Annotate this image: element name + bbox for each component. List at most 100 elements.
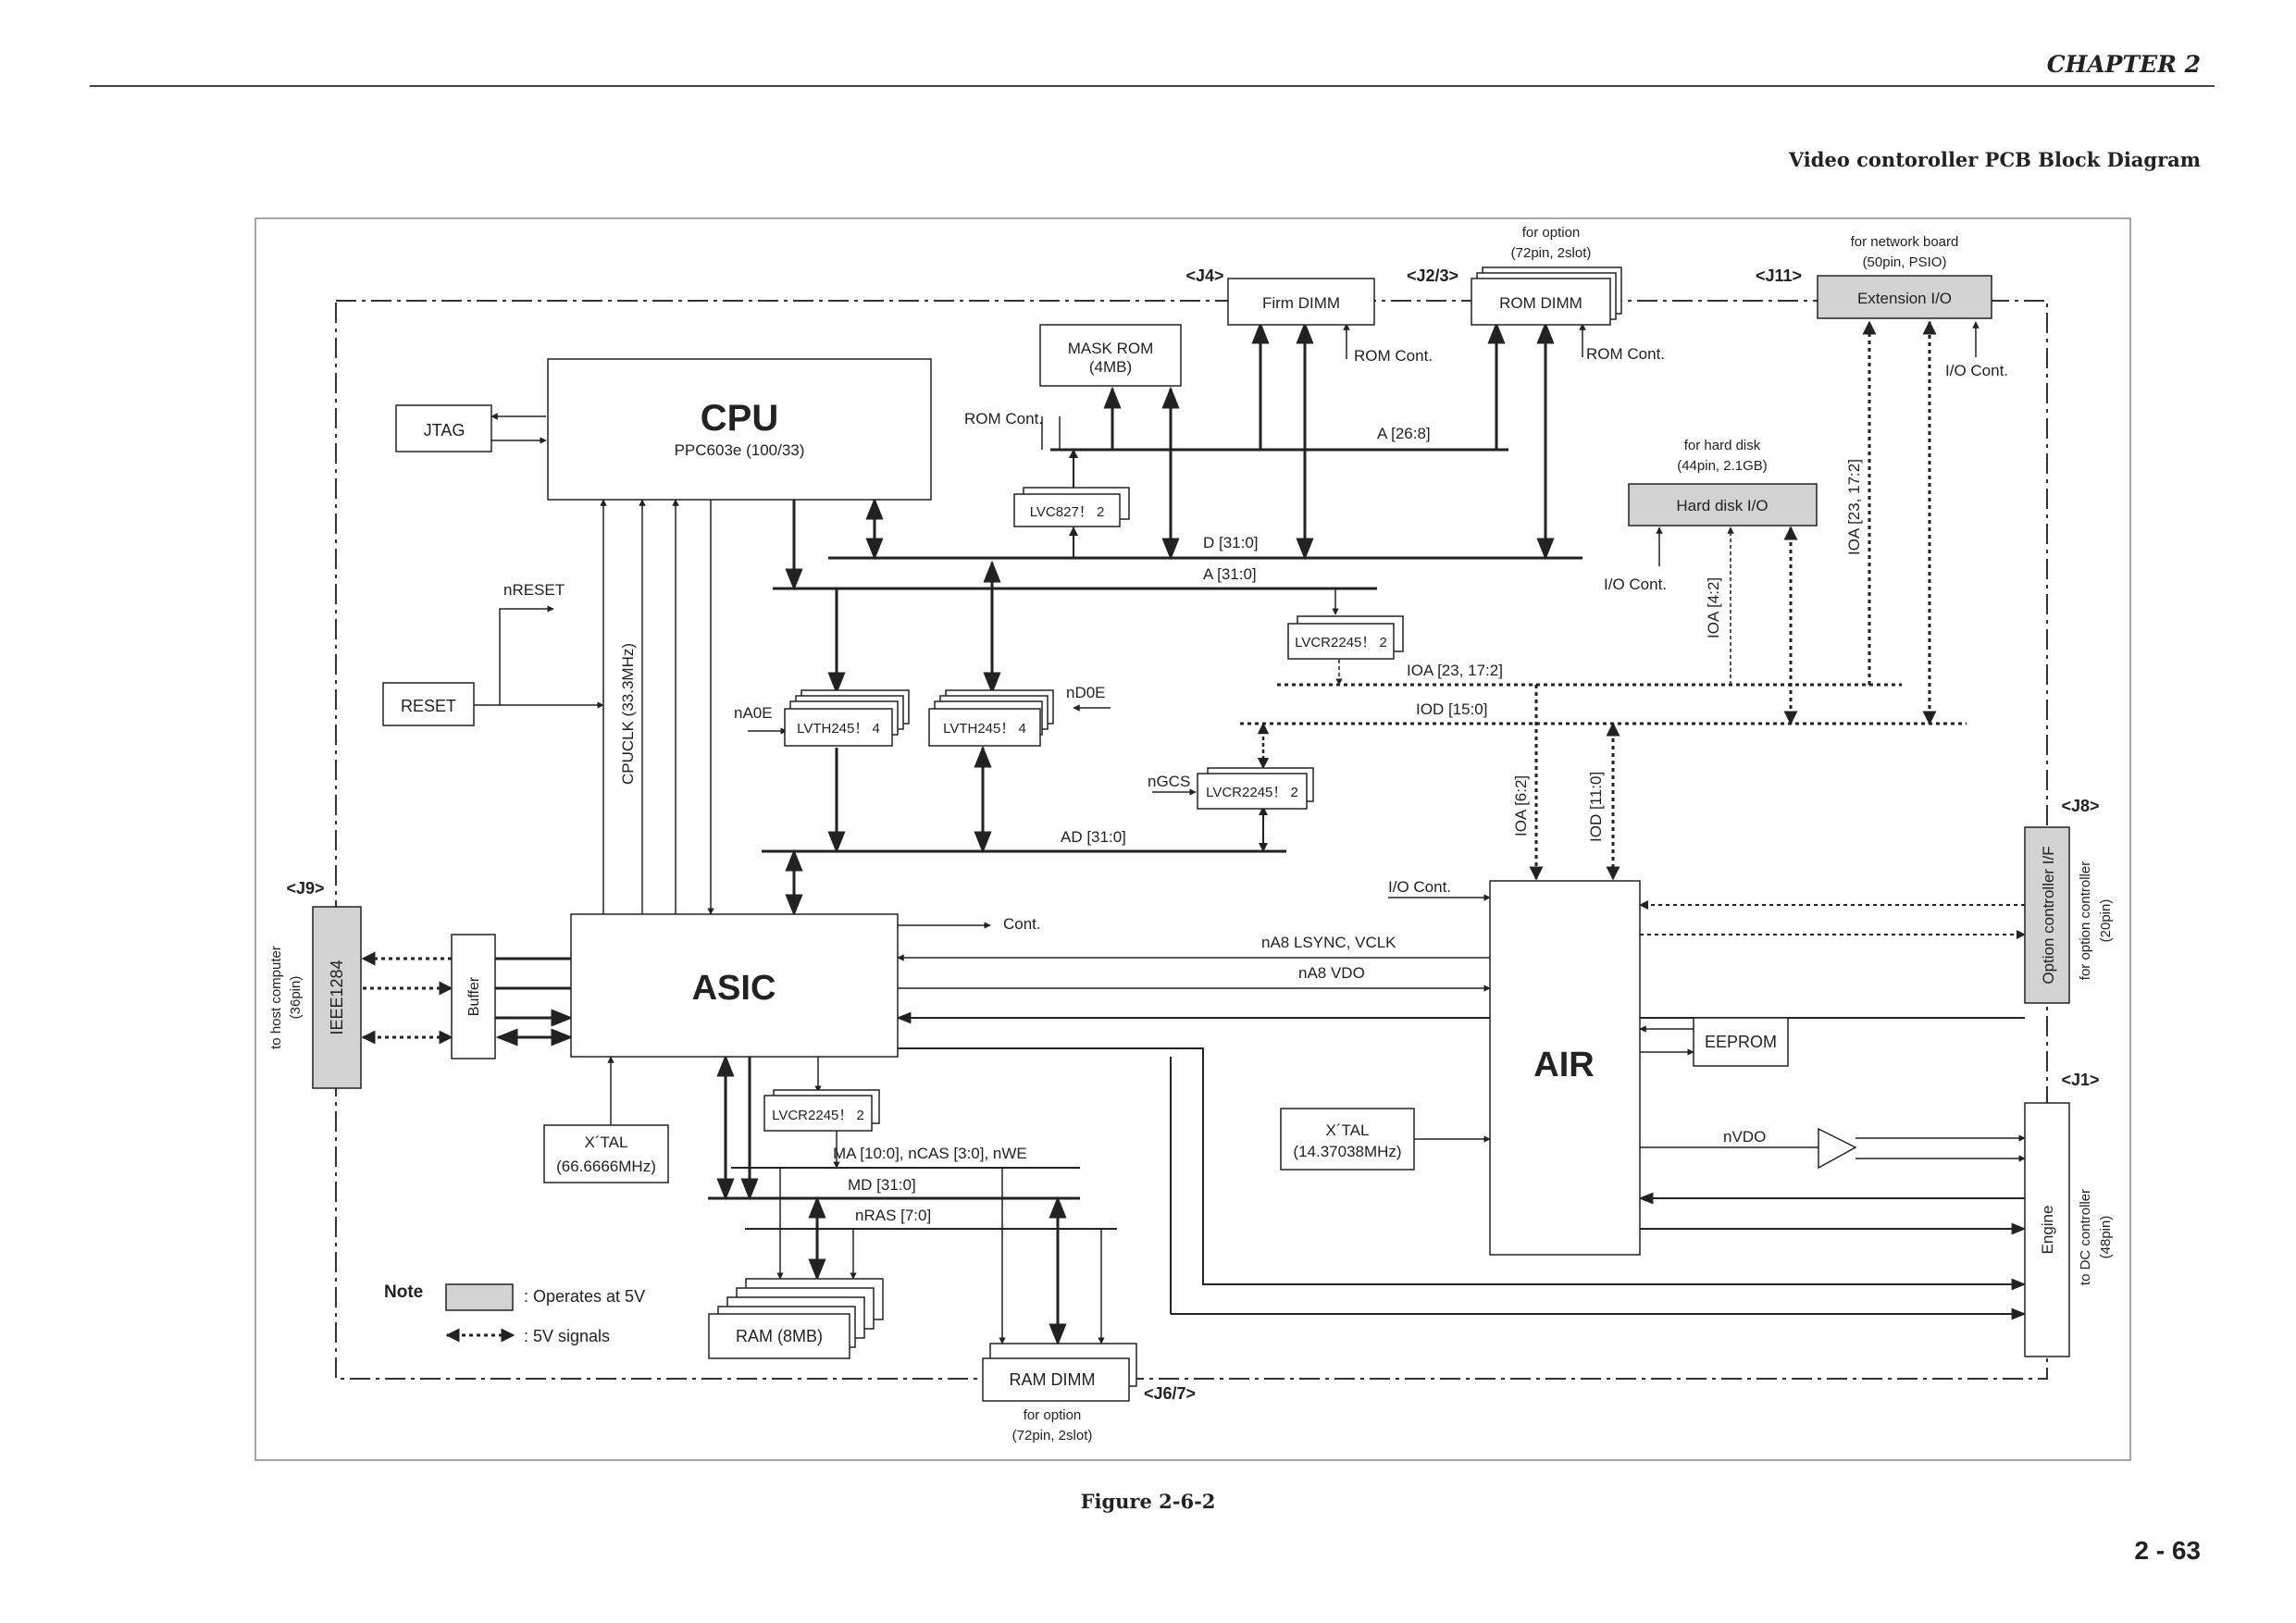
lvcr2245-label-3: LVCR2245！ 2	[772, 1108, 864, 1123]
hard-disk-note-2: (44pin, 2.1GB)	[1677, 458, 1768, 474]
extension-io-label: Extension I/O	[1857, 290, 1952, 307]
signal-ma: MA [10:0], nCAS [3:0], nWE	[833, 1145, 1027, 1162]
ram-dimm-note-1: for option	[1024, 1407, 1082, 1423]
hard-disk-note-1: for hard disk	[1684, 438, 1761, 453]
connector-j9: <J9>	[286, 879, 324, 898]
signal-rom-cont-rom: ROM Cont.	[1586, 345, 1665, 363]
rom-dimm-block	[1471, 278, 1611, 326]
extension-io-note-1: for network board	[1851, 234, 1959, 250]
asic-block	[570, 913, 899, 1058]
option-ctrl-note-2: (20pin)	[2098, 899, 2114, 943]
firm-dimm-label: Firm DIMM	[1262, 294, 1340, 312]
signal-nvdo: nVDO	[1723, 1128, 1766, 1146]
ram-dimm-block	[982, 1357, 1130, 1402]
extension-io-note-2: (50pin, PSIO)	[1863, 254, 1947, 270]
cpu-label: CPU	[701, 398, 778, 439]
option-if-label: Option controller I/F	[2040, 846, 2057, 984]
xtal1-label: X´TAL	[585, 1134, 628, 1151]
xtal2-freq: (14.37038MHz)	[1293, 1143, 1401, 1160]
ram-label: RAM (8MB)	[736, 1327, 823, 1345]
mask-rom-size: (4MB)	[1089, 358, 1132, 376]
ram-block	[708, 1313, 850, 1359]
signal-rom-cont-mask: ROM Cont.	[964, 410, 1043, 427]
signal-na8vdo: nA8 VDO	[1298, 964, 1365, 982]
xtal1-freq: (66.6666MHz)	[556, 1158, 656, 1175]
eeprom-block	[1693, 1017, 1789, 1067]
figure-caption: Figure 2-6-2	[1080, 1490, 1216, 1513]
connector-j1: <J1>	[2061, 1071, 2099, 1089]
lvcr2245-label-2: LVCR2245！ 2	[1206, 785, 1298, 800]
firm-dimm-block	[1227, 278, 1375, 326]
ieee1284-label: IEEE1284	[328, 960, 346, 1035]
lvcr2245-block-1	[1287, 623, 1395, 660]
legend-gray-text: : Operates at 5V	[524, 1287, 645, 1306]
legend-gray-swatch	[445, 1283, 514, 1311]
legend-dashed-text: : 5V signals	[524, 1327, 610, 1345]
cpu-block	[547, 358, 932, 501]
reset-label: RESET	[401, 697, 456, 715]
signal-ioa4: IOA [4:2]	[1705, 577, 1722, 638]
connector-j11: <J11>	[1756, 266, 1802, 285]
mask-rom-label: MASK ROM	[1068, 340, 1154, 357]
connector-j67: <J6/7>	[1144, 1384, 1196, 1403]
option-ctrl-note-1: for option controller	[2078, 861, 2093, 980]
signal-ngcs: nGCS	[1148, 773, 1190, 790]
buffer-label: Buffer	[466, 976, 482, 1016]
signal-ad31: AD [31:0]	[1061, 828, 1126, 846]
xtal1-block	[543, 1124, 669, 1183]
rom-dimm-note-1: for option	[1522, 225, 1581, 241]
header-rule	[90, 85, 2215, 87]
lvth245-block-1	[784, 708, 893, 747]
signal-nras: nRAS [7:0]	[855, 1207, 931, 1224]
signal-ioa-h: IOA [23, 17:2]	[1407, 662, 1503, 679]
lvth245-block-2	[928, 708, 1041, 747]
buffer-block	[451, 934, 496, 1059]
host-note-1: to host computer	[268, 946, 284, 1049]
air-label: AIR	[1533, 1046, 1594, 1084]
signal-rom-cont-firm: ROM Cont.	[1354, 347, 1433, 365]
signal-nd0e: nD0E	[1066, 684, 1106, 701]
hard-disk-io-block	[1628, 483, 1818, 527]
signal-cont: Cont.	[1003, 915, 1041, 933]
air-block	[1489, 880, 1641, 1256]
legend-note: Note	[384, 1282, 423, 1302]
figure-frame	[254, 217, 2131, 1461]
reset-block	[382, 682, 475, 726]
ieee1284-block	[312, 906, 362, 1089]
signal-cpuclk: CPUCLK (33.3MHz)	[619, 643, 637, 785]
asic-label: ASIC	[692, 969, 776, 1008]
xtal2-label: X´TAL	[1326, 1121, 1370, 1139]
signal-iod11: IOD [11:0]	[1587, 772, 1605, 842]
engine-block	[2024, 1102, 2070, 1357]
chapter-label: CHAPTER 2	[2046, 51, 2201, 78]
lvc827-label: LVC827！ 2	[1030, 504, 1105, 520]
signal-na0e: nA0E	[734, 704, 773, 722]
connector-j4: <J4>	[1185, 266, 1223, 285]
signal-nreset: nRESET	[503, 581, 565, 599]
signal-ioa-v: IOA [23, 17:2]	[1845, 459, 1863, 555]
jtag-block	[395, 404, 492, 452]
nvdo-driver-icon	[1818, 1127, 1857, 1170]
lvcr2245-block-2	[1197, 773, 1308, 810]
signal-lsync: nA8 LSYNC, VCLK	[1261, 934, 1396, 951]
cpu-sub-label: PPC603e (100/33)	[675, 441, 805, 459]
signal-io-cont-hd: I/O Cont.	[1604, 576, 1667, 593]
dc-ctrl-note-1: to DC controller	[2078, 1189, 2093, 1285]
page-number: 2 - 63	[2134, 1536, 2201, 1565]
rom-dimm-label: ROM DIMM	[1499, 294, 1582, 312]
diagram-title: Video contoroller PCB Block Diagram	[1788, 148, 2201, 171]
hard-disk-io-label: Hard disk I/O	[1676, 497, 1768, 514]
engine-label: Engine	[2039, 1206, 2056, 1255]
extension-io-block	[1817, 275, 1992, 319]
dc-ctrl-note-2: (48pin)	[2098, 1216, 2114, 1259]
mask-rom-block	[1039, 324, 1182, 387]
lvth245-label-1: LVTH245！ 4	[797, 721, 880, 737]
option-if-block	[2024, 826, 2070, 1004]
signal-ioa6: IOA [6:2]	[1512, 775, 1530, 836]
signal-iod15: IOD [15:0]	[1416, 700, 1487, 718]
signal-md: MD [31:0]	[848, 1176, 916, 1194]
host-note-2: (36pin)	[288, 976, 304, 1020]
signal-io-cont-air: I/O Cont.	[1388, 878, 1451, 896]
connector-j23: <J2/3>	[1407, 266, 1458, 285]
